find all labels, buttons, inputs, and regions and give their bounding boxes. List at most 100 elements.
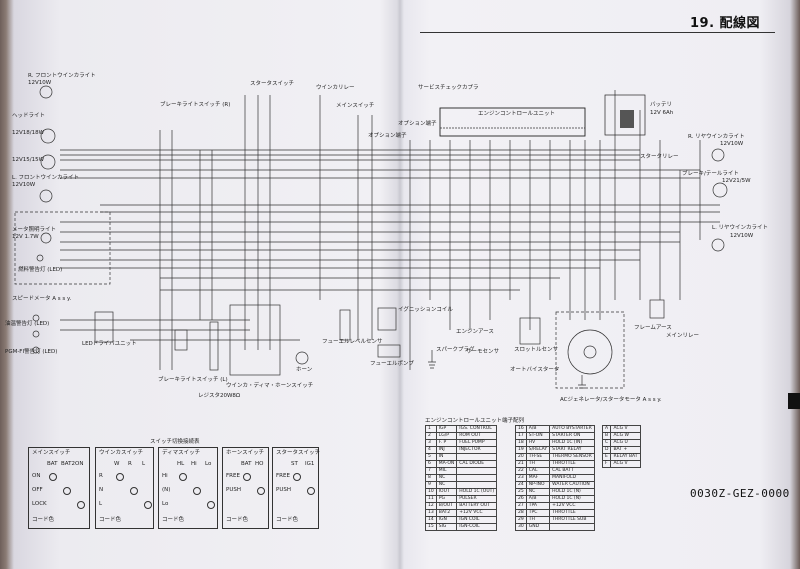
switch-table-footer: コード色 <box>162 517 185 523</box>
label-brake-tail-spec: 12V21/5W <box>722 178 751 184</box>
table-cell: F. P <box>435 439 458 447</box>
label-winker-relay: ウインカリレー <box>316 85 355 91</box>
switch-col-header: ON <box>75 461 84 467</box>
switch-row-label: L <box>99 501 103 507</box>
label-oil-warning: 油温警告灯 (LED) <box>5 321 50 327</box>
table-cell: 8 <box>425 474 437 482</box>
switch-contact-mark <box>49 473 57 481</box>
table-cell: NC <box>435 474 458 482</box>
switch-row-label: FREE <box>276 473 290 479</box>
table-cell <box>456 467 498 475</box>
switch-table-title: スタータスイッチ <box>276 450 321 456</box>
switch-col-header: BAT2 <box>61 461 75 467</box>
switch-contact-mark <box>130 487 138 495</box>
table-cell: IGN COIL <box>456 516 498 524</box>
table-cell: 5 <box>425 453 437 461</box>
table-cell: 23 <box>515 474 527 482</box>
switch-row-label: R <box>99 473 103 479</box>
table-cell: 12 <box>425 502 437 510</box>
table-cell: 1 <box>425 425 437 433</box>
table-cell: A/B <box>525 425 551 433</box>
label-speedometer: スピードメータ A s s y. <box>12 296 72 302</box>
switch-section-title: スイッチ切換接続表 <box>150 439 200 445</box>
switch-contact-mark <box>207 501 215 509</box>
table-cell: 10 <box>425 488 437 496</box>
table-cell: CAL <box>525 467 551 475</box>
switch-row-label: FREE <box>226 473 240 479</box>
label-spark-plug: スパークプラグ <box>436 347 475 353</box>
table-cell: 25 <box>515 488 527 496</box>
label-option-terminal-1: オプション端子 <box>368 133 407 139</box>
label-r-front-winker: R. フロントウインカライト <box>28 73 96 79</box>
label-led-drive-unit: LEDドライバユニット <box>82 341 137 347</box>
table-cell: PG <box>435 495 458 503</box>
table-cell: 30 <box>515 523 527 531</box>
table-cell: SIG <box>435 523 458 531</box>
label-fuel-pump: フューエルポンプ <box>370 361 414 367</box>
switch-contact-mark <box>116 473 124 481</box>
label-option-terminal-2: オプション端子 <box>398 121 437 127</box>
switch-row-label: Hi <box>162 473 168 479</box>
table-cell: IN <box>435 453 458 461</box>
table-cell: NC <box>435 481 458 489</box>
table-cell: 16 <box>515 425 527 433</box>
label-main-relay: メインリレー <box>666 333 700 339</box>
table-cell: NC <box>525 488 551 496</box>
label-service-coupler: サービスチェックカプラ <box>418 85 479 91</box>
label-starter-relay: スタータリレー <box>640 154 679 160</box>
table-cell: 4 <box>425 446 437 454</box>
label-l-rear-winker: L. リヤウインカライト <box>712 225 769 231</box>
label-battery: バッテリ <box>650 102 673 108</box>
label-starter-switch: スタータスイッチ <box>250 81 295 87</box>
switch-table-footer: コード色 <box>99 517 122 523</box>
table-cell: ACG W <box>610 432 641 440</box>
switch-table-title: ディマスイッチ <box>162 450 201 456</box>
switch-contact-mark <box>307 487 315 495</box>
switch-contact-mark <box>257 487 265 495</box>
switch-col-header: Hi <box>191 461 197 467</box>
label-brake-switch-l: ブレーキライトスイッチ (L) <box>158 377 228 383</box>
table-cell: HOLD 1C (N) <box>549 495 595 503</box>
switch-col-header: L <box>142 461 146 467</box>
table-cell: ACG V <box>610 460 641 468</box>
switch-row-label: N <box>99 487 104 493</box>
page-title: 19. 配線図 <box>690 16 761 31</box>
table-cell <box>549 523 595 531</box>
table-cell: 19 <box>515 446 527 454</box>
label-meter-light: メータ照明ライト <box>12 227 57 233</box>
switch-contact-mark <box>243 473 251 481</box>
wiring-diagram <box>14 85 728 389</box>
label-ac-generator: ACジェネレータ/スタータモータ A s s y. <box>560 397 662 403</box>
table-cell: NP-INO <box>525 481 551 489</box>
table-cell: IGS. CONTROL <box>456 425 498 433</box>
switch-col-header: R <box>128 461 132 467</box>
table-cell: 13 <box>425 509 437 517</box>
label-ignition-coil: イグニッションコイル <box>398 307 453 313</box>
table-cell: IGN-COIL <box>456 523 498 531</box>
table-cell: 18 <box>515 439 527 447</box>
label-throttle-sensor: スロットルセンサ <box>514 347 559 353</box>
table-cell: F <box>601 460 612 468</box>
label-main-switch: メインスイッチ <box>336 103 375 109</box>
switch-contact-mark <box>193 487 201 495</box>
switch-col-header: BAT <box>47 461 58 467</box>
table-cell: TH <box>525 516 551 524</box>
table-cell: MA-ON <box>435 460 458 468</box>
table-cell: 2 <box>425 432 437 440</box>
part-code: 0030Z-GEZ-0000 <box>690 487 790 500</box>
table-cell: D <box>601 446 612 454</box>
switch-row-label: (N) <box>162 487 171 493</box>
